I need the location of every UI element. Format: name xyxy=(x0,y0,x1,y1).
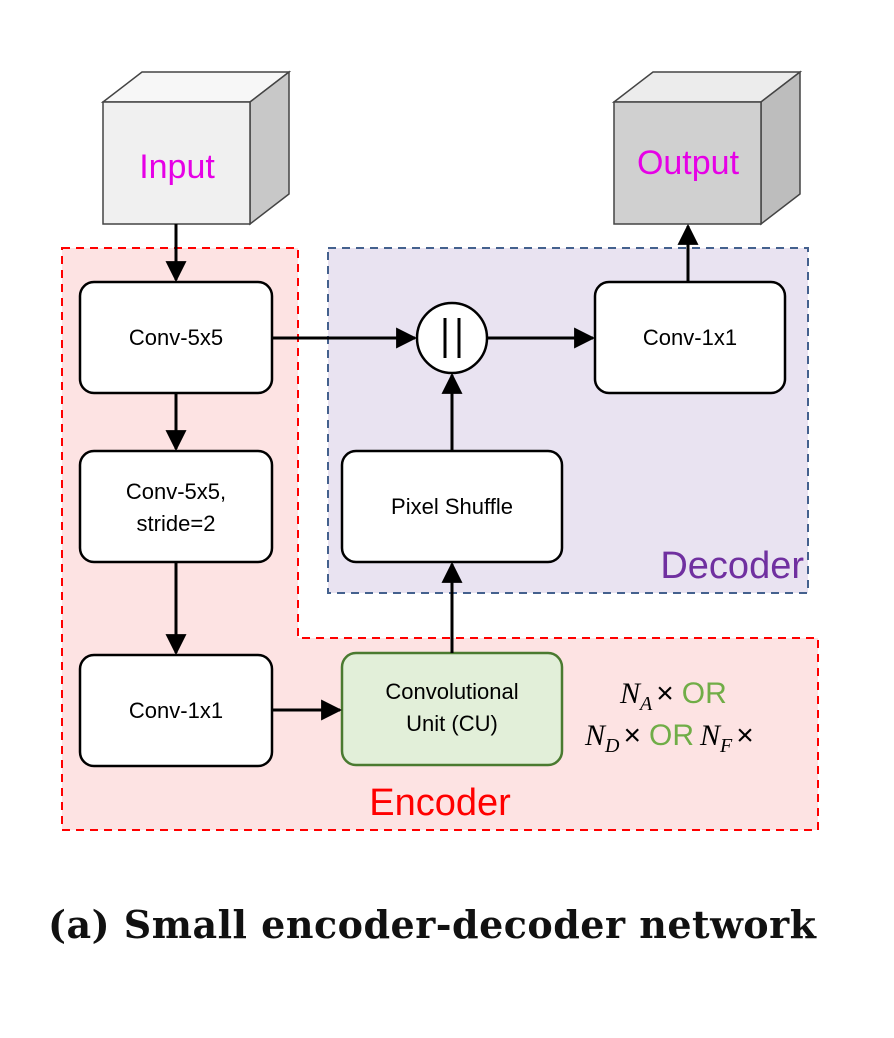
encoder-decoder-diagram: Input Output Conv-5x5 Conv-5x5, stride=2… xyxy=(61,70,819,831)
encoder-label: Encoder xyxy=(369,782,511,824)
conv5x5-stride-line1: Conv-5x5, xyxy=(126,479,226,504)
nd-sub: D xyxy=(604,735,620,757)
na-sub: A xyxy=(638,693,653,715)
conv5x5-stride-line2: stride=2 xyxy=(137,511,216,536)
input-label: Input xyxy=(139,148,215,186)
na-var: N xyxy=(619,677,642,710)
cu-box xyxy=(340,651,564,767)
nf-sub: F xyxy=(719,735,733,757)
nd-times: × xyxy=(623,719,641,752)
conv5x5-stride-box xyxy=(78,449,274,564)
nf-var: N xyxy=(699,719,722,752)
nd-var: N xyxy=(584,719,607,752)
conv1x1-encoder-label: Conv-1x1 xyxy=(129,698,223,723)
conv1x1-decoder-label: Conv-1x1 xyxy=(643,325,737,350)
cu-line2: Unit (CU) xyxy=(406,711,498,736)
figure-caption: (a) Small encoder-decoder network xyxy=(48,902,817,947)
na-times: × xyxy=(656,677,674,710)
or-1: OR xyxy=(682,677,727,710)
input-cube xyxy=(100,70,292,226)
cu-line1: Convolutional xyxy=(385,679,518,704)
nf-times: × xyxy=(736,719,754,752)
output-label: Output xyxy=(637,144,740,182)
repeat-line1: NA×OR xyxy=(619,677,727,715)
concat-node xyxy=(415,301,489,375)
or-2: OR xyxy=(649,719,694,752)
pixel-shuffle-label: Pixel Shuffle xyxy=(391,494,513,519)
conv5x5-label: Conv-5x5 xyxy=(129,325,223,350)
decoder-label: Decoder xyxy=(660,545,804,587)
